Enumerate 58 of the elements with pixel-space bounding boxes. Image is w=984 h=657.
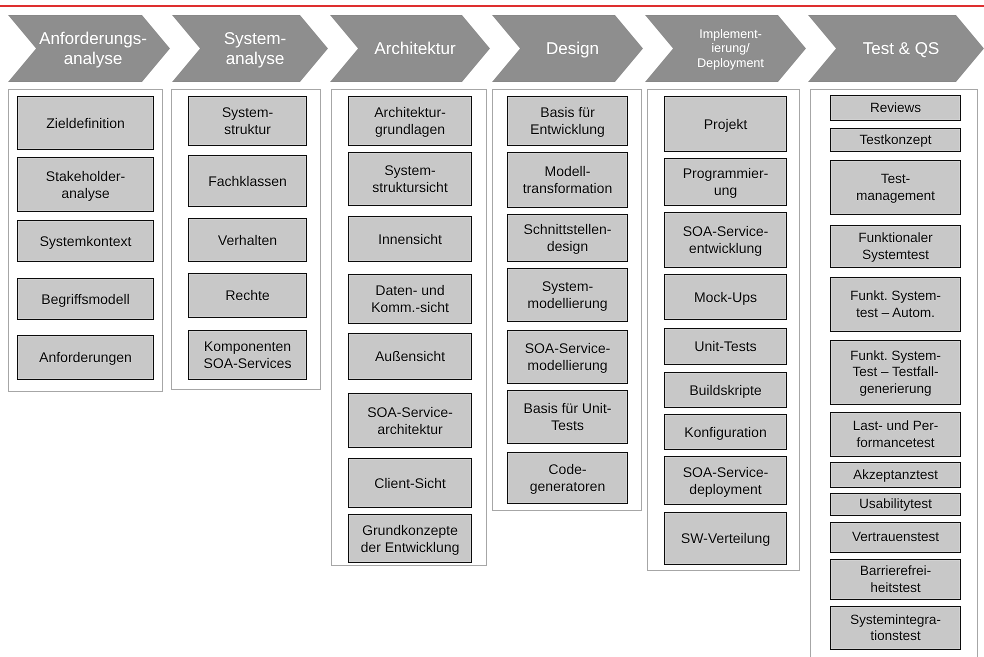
task-box: Testkonzept [830,128,961,152]
task-box: Begriffsmodell [17,278,154,320]
phase-header: Implement- ierung/ Deployment [645,15,806,82]
column-frame [171,89,321,390]
task-box: Akzeptanztest [830,462,961,488]
task-box: Zieldefinition [17,96,154,150]
task-box: Grundkonzepte der Entwicklung [348,514,472,563]
column-frame [647,89,800,571]
task-box: Basis für Unit-Tests [507,390,628,444]
phase-header: System- analyse [172,15,328,82]
task-box: Unit-Tests [664,328,787,365]
task-box: Architektur- grundlagen [348,96,472,146]
column-frame [8,89,163,392]
task-box: Test- management [830,160,961,215]
task-box: Basis für Entwicklung [507,96,628,146]
task-box: SW-Verteilung [664,512,787,565]
task-box: Projekt [664,96,787,152]
task-box: Schnittstellen- design [507,214,628,262]
task-box: Funkt. System- test – Autom. [830,277,961,332]
task-box: Vertrauenstest [830,522,961,553]
task-box: Systemkontext [17,220,154,262]
task-box: Reviews [830,95,961,121]
column-frame [492,89,642,511]
phase-header: Architektur [330,15,490,82]
task-box: Fachklassen [188,155,307,207]
task-box: SOA-Service- deployment [664,456,787,505]
task-box: Innensicht [348,216,472,262]
phase-header: Test & QS [808,15,984,82]
task-box: Client-Sicht [348,458,472,508]
phase-header: Anforderungs- analyse [8,15,170,82]
task-box: Barrierefrei- heitstest [830,559,961,600]
task-box: SOA-Service- architektur [348,393,472,448]
task-box: Daten- und Komm.-sicht [348,274,472,324]
task-box: Buildskripte [664,372,787,408]
task-box: System- modellierung [507,268,628,322]
task-box: Stakeholder- analyse [17,157,154,212]
task-box: Programmier- ung [664,158,787,206]
task-box: SOA-Service- modellierung [507,330,628,384]
task-box: Funktionaler Systemtest [830,225,961,268]
column-frame [331,89,487,566]
task-box: Last- und Per- formancetest [830,412,961,457]
task-box: Code- generatoren [507,452,628,504]
task-box: Konfiguration [664,414,787,450]
task-box: Mock-Ups [664,274,787,320]
task-box: Modell- transformation [507,152,628,208]
task-box: Außensicht [348,333,472,380]
task-box: Komponenten SOA-Services [188,330,307,380]
task-box: Systemintegra- tionstest [830,606,961,650]
phase-header: Design [492,15,643,82]
task-box: SOA-Service- entwicklung [664,212,787,268]
task-box: System- struktursicht [348,152,472,206]
task-box: Rechte [188,273,307,318]
column-frame [810,89,978,657]
task-box: Funkt. System- Test – Testfall- generierung [830,340,961,405]
task-box: Verhalten [188,218,307,262]
task-box: Usabilitytest [830,493,961,516]
task-box: System- struktur [188,96,307,146]
task-box: Anforderungen [17,335,154,380]
